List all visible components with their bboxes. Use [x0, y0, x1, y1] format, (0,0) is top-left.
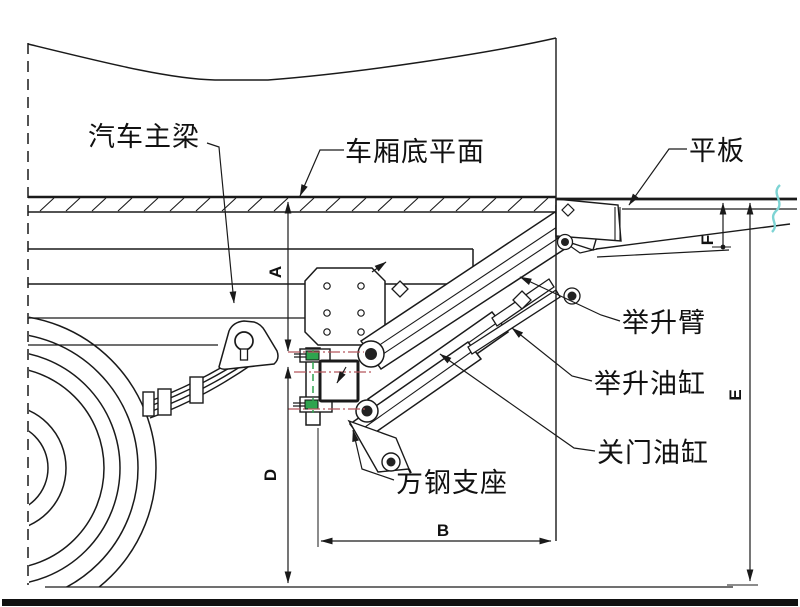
break-line	[771, 184, 781, 233]
platform-hinge-pin-core	[561, 238, 569, 246]
pivot-pin-lower-core	[361, 405, 373, 417]
rim-arc	[29, 369, 105, 567]
spring-clamp	[189, 376, 204, 404]
door-cylinder-rod	[467, 289, 561, 355]
pivot-pin-upper-core	[365, 348, 377, 360]
chassis-beam-bottom	[28, 249, 474, 285]
dim-letter-D: D	[261, 469, 280, 481]
label-truck-main-beam: 汽车主梁	[88, 122, 200, 152]
shackle-eye	[234, 331, 254, 351]
bolt-hole	[323, 309, 331, 317]
cargo-floor-hatch-band	[28, 195, 556, 213]
rod-hinge-pin-core	[567, 291, 577, 301]
square-tube	[318, 359, 360, 403]
dim-letter-B: B	[437, 521, 449, 540]
spring-shackle	[218, 320, 279, 370]
hub-arc-outer	[29, 409, 67, 527]
body-top-contour	[27, 37, 557, 81]
floor-hatch-lines	[39, 197, 549, 212]
wedge-pin-core	[386, 457, 396, 467]
tire-outer-arc	[29, 316, 157, 587]
bolt-hole	[323, 328, 331, 336]
leaf-spring	[142, 350, 255, 419]
leader-cargo-floor	[299, 149, 344, 197]
mounting-plate	[304, 267, 386, 346]
shackle-eye-slot	[239, 348, 249, 361]
leader-door-close-cylinder	[439, 353, 596, 452]
leader-lift-arm	[519, 276, 621, 322]
label-square-steel-support: 方钢支座	[396, 468, 508, 498]
tire-arc-3	[29, 353, 121, 583]
platform-rib-line	[596, 249, 730, 258]
bolt-hole	[357, 309, 365, 317]
hinge-diamond-hole	[561, 203, 575, 217]
square-steel-support	[288, 347, 374, 426]
dim-letter-F: F	[698, 235, 717, 245]
fitting-square	[391, 280, 409, 298]
dim-letter-E: E	[726, 389, 745, 400]
lift-arm-inner-lines	[368, 224, 567, 361]
lift-mechanism	[347, 204, 601, 473]
leader-square-steel-support	[352, 429, 395, 481]
platform	[555, 184, 797, 258]
leader-truck-main-beam	[206, 142, 237, 304]
dimensions	[284, 38, 758, 586]
ground-bar	[2, 599, 798, 606]
bolt-hole	[357, 282, 365, 290]
weld-pointer-arrow	[371, 261, 387, 273]
label-door-close-cylinder: 关门油缸	[597, 438, 709, 468]
leader-lines	[206, 142, 687, 481]
label-platform: 平板	[689, 136, 745, 166]
label-cargo-floor-plane: 车厢底平面	[345, 137, 485, 167]
cylinder-port-square	[512, 290, 532, 310]
hub-arc-inner	[29, 430, 49, 506]
spring-clamp	[157, 388, 172, 416]
hinge-bracket-post	[614, 207, 621, 241]
leader-platform	[628, 148, 687, 206]
label-lift-cylinder: 举升油缸	[594, 369, 706, 399]
platform-underside	[595, 223, 791, 250]
spring-end-clamp	[142, 391, 155, 417]
wheel	[29, 316, 157, 587]
bolt-hole	[357, 328, 365, 336]
leader-lift-cylinder	[511, 327, 593, 382]
tire-arc-2	[29, 334, 139, 587]
tube-pointer-arrow	[336, 366, 347, 384]
truck-body	[27, 37, 557, 585]
bolt-head-lines	[293, 353, 306, 407]
bottom-bolt-green	[304, 399, 319, 410]
dim-letter-A: A	[266, 266, 285, 278]
label-lift-arm: 举升臂	[622, 308, 706, 338]
bolt-hole	[323, 282, 331, 290]
